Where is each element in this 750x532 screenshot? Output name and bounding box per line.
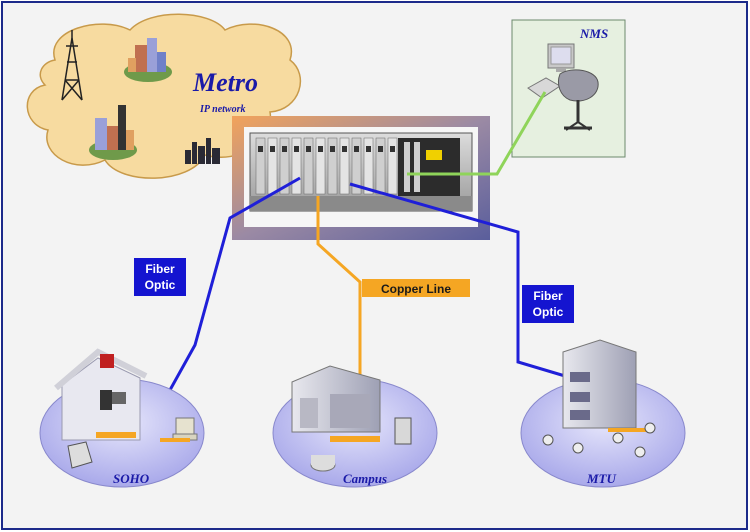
pc-icon [175,417,195,435]
phone-icon [542,434,554,446]
line-card-port [258,146,263,152]
line-card-port [342,146,347,152]
line-card [351,137,362,195]
line-card-port [282,146,287,152]
line-card [255,137,266,195]
skyline-icon [185,138,220,164]
line-card [387,137,398,195]
site-campus-label: Campus [343,471,387,486]
line-card-port [294,146,299,152]
line-card [363,137,374,195]
server-icon [394,417,412,445]
city-block-icon [124,38,172,82]
line-card-port [378,146,383,152]
line-card-port [390,146,395,152]
site-mtu: MTU [520,339,686,488]
metro-title: Metro [192,68,258,97]
copper-link-campus [316,196,362,384]
nms-station: NMS [511,19,626,158]
line-card [291,137,302,195]
copper-label: Copper Line [362,279,470,297]
fiber-label-left-line2: Optic [145,278,176,292]
fiber-label-right-line2: Optic [533,305,564,319]
radio-tower-icon [61,30,83,101]
fiber-label-right-line1: Fiber [533,289,563,303]
fiber-label-left: Fiber Optic [134,258,186,296]
line-card-port [366,146,371,152]
management-link [407,91,547,176]
line-card-port [318,146,323,152]
copper-label-text: Copper Line [381,282,451,296]
mtu-building-icon [562,339,637,429]
line-card-port [330,146,335,152]
line-card [339,137,350,195]
fiber-link-soho [168,176,301,391]
site-mtu-label: MTU [586,471,617,486]
access-platform-chassis [232,116,490,240]
line-card-port [354,146,359,152]
laptop-icon [67,441,93,469]
site-soho: SOHO [39,348,205,488]
line-card-port [270,146,275,152]
line-card [279,137,290,195]
workstation-icon [527,43,599,131]
desktop-computer-icon [100,390,112,410]
line-card [327,137,338,195]
metro-subtitle: IP network [199,104,245,115]
fiber-label-left-line1: Fiber [145,262,175,276]
site-soho-label: SOHO [113,471,150,486]
city-block-icon-2 [89,105,137,160]
fiber-label-right: Fiber Optic [522,285,574,323]
line-card-slots [255,137,398,195]
nms-label: NMS [579,26,608,41]
line-card [315,137,326,195]
fiber-link-mtu [349,182,566,378]
site-campus: Campus [272,365,438,488]
line-card-port [306,146,311,152]
line-card [303,137,314,195]
